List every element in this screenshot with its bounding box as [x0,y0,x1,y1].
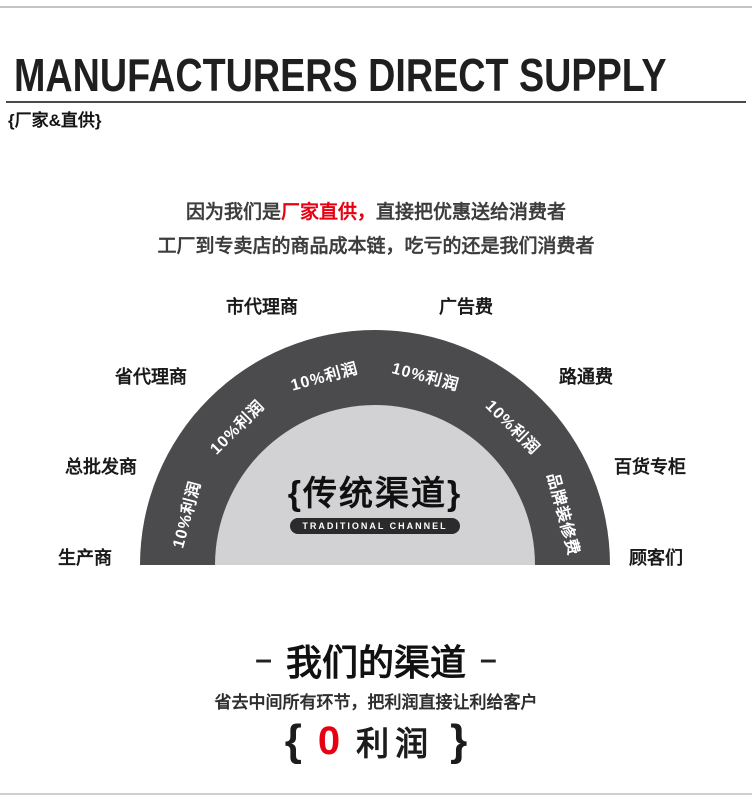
label-producer: 生产商 [58,548,112,568]
diagram-center-subtitle-wrap: TRADITIONAL CHANNEL [140,516,610,534]
diagram-center-subtitle: TRADITIONAL CHANNEL [290,518,460,534]
ring-segment-label: 10%利润 [207,397,269,459]
zero-value: 0 [317,718,341,763]
diagram-center-title: {传统渠道} [287,475,463,513]
zero-profit-banner: { 0 利润 } [0,716,752,766]
brace-close: } [450,716,468,765]
label-wholesaler: 总批发商 [65,457,137,477]
label-city-agent: 市代理商 [226,297,298,317]
label-road-fee: 路通费 [559,367,613,387]
label-provincial-agent: 省代理商 [115,367,187,387]
label-ad-fee: 广告费 [439,297,493,317]
ring-segment-label: 10%利润 [481,397,543,459]
title-dash-left: – [255,643,272,676]
intro-line1-prefix: 因为我们是 [185,202,281,223]
label-customers: 顾客们 [629,548,683,568]
our-channel-subtitle: 省去中间所有环节，把利润直接让利给客户 [214,693,538,712]
intro-line-1: 因为我们是厂家直供，直接把优惠送给消费者 [0,196,752,230]
label-department-counter: 百货专柜 [614,457,686,477]
page-title: MANUFACTURERS DIRECT SUPPLY [14,49,667,101]
bottom-divider [0,793,752,795]
traditional-channel-diagram: {传统渠道} TRADITIONAL CHANNEL 10%利润 10%利润 1… [140,330,610,565]
intro-line-2: 工厂到专卖店的商品成本链，吃亏的还是我们消费者 [157,236,595,257]
brace-open: { [284,716,302,765]
ring-segment-label: 10%利润 [389,360,461,395]
intro-line1-highlight: 厂家直供， [280,202,376,223]
our-channel-title: – 我们的渠道 – [0,634,752,686]
intro-paragraph: 因为我们是厂家直供，直接把优惠送给消费者 工厂到专卖店的商品成本链，吃亏的还是我… [0,196,752,264]
ring-segment-label: 10%利润 [289,360,361,395]
header-tagline: {厂家&直供} [8,111,102,130]
profit-word: 利润 [356,725,435,762]
title-dash-right: – [480,643,497,676]
intro-line1-suffix: 直接把优惠送给消费者 [376,202,567,223]
header-divider [6,101,746,103]
our-channel-title-text: 我们的渠道 [285,642,466,683]
top-divider [0,6,752,8]
